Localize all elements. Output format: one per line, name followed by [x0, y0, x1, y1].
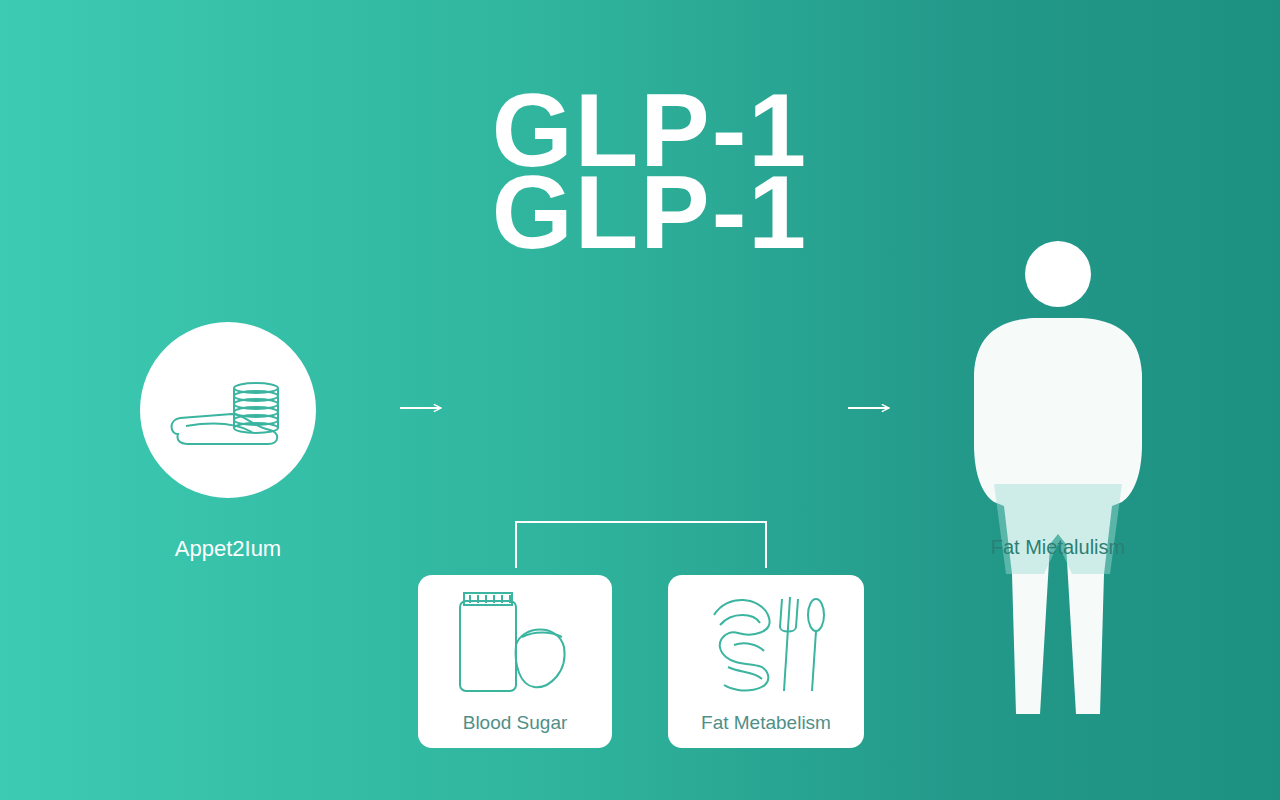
- box-shape: [668, 575, 864, 748]
- box-shape: [418, 575, 612, 748]
- figure-outline: [960, 244, 1156, 718]
- metabolism-icon: [714, 597, 824, 691]
- node-label: Fat Mietalulism: [940, 536, 1176, 559]
- title-repeat: GLP-1: [340, 160, 960, 264]
- body-figure: Fat Mietalulism: [960, 244, 1156, 718]
- circle-shape: [140, 322, 316, 498]
- appetite-icon: [172, 383, 279, 444]
- sugar-icon: [460, 593, 565, 691]
- flow-arrow: [848, 407, 889, 409]
- process-box: Fat Metabelism: [668, 575, 864, 748]
- figure-body: [974, 318, 1142, 714]
- bracket: [516, 522, 766, 568]
- node-label: Blood Sugar: [418, 712, 612, 734]
- appetite-circle: Appet2Ium: [140, 322, 316, 498]
- figure-head: [1025, 241, 1091, 307]
- node-label: Fat Metabelism: [668, 712, 864, 734]
- process-box: Blood Sugar: [418, 575, 612, 748]
- figure-shade: [994, 484, 1122, 574]
- circle-outline: [140, 322, 316, 498]
- flow-arrow: [400, 407, 441, 409]
- node-label: Appet2Ium: [100, 536, 356, 562]
